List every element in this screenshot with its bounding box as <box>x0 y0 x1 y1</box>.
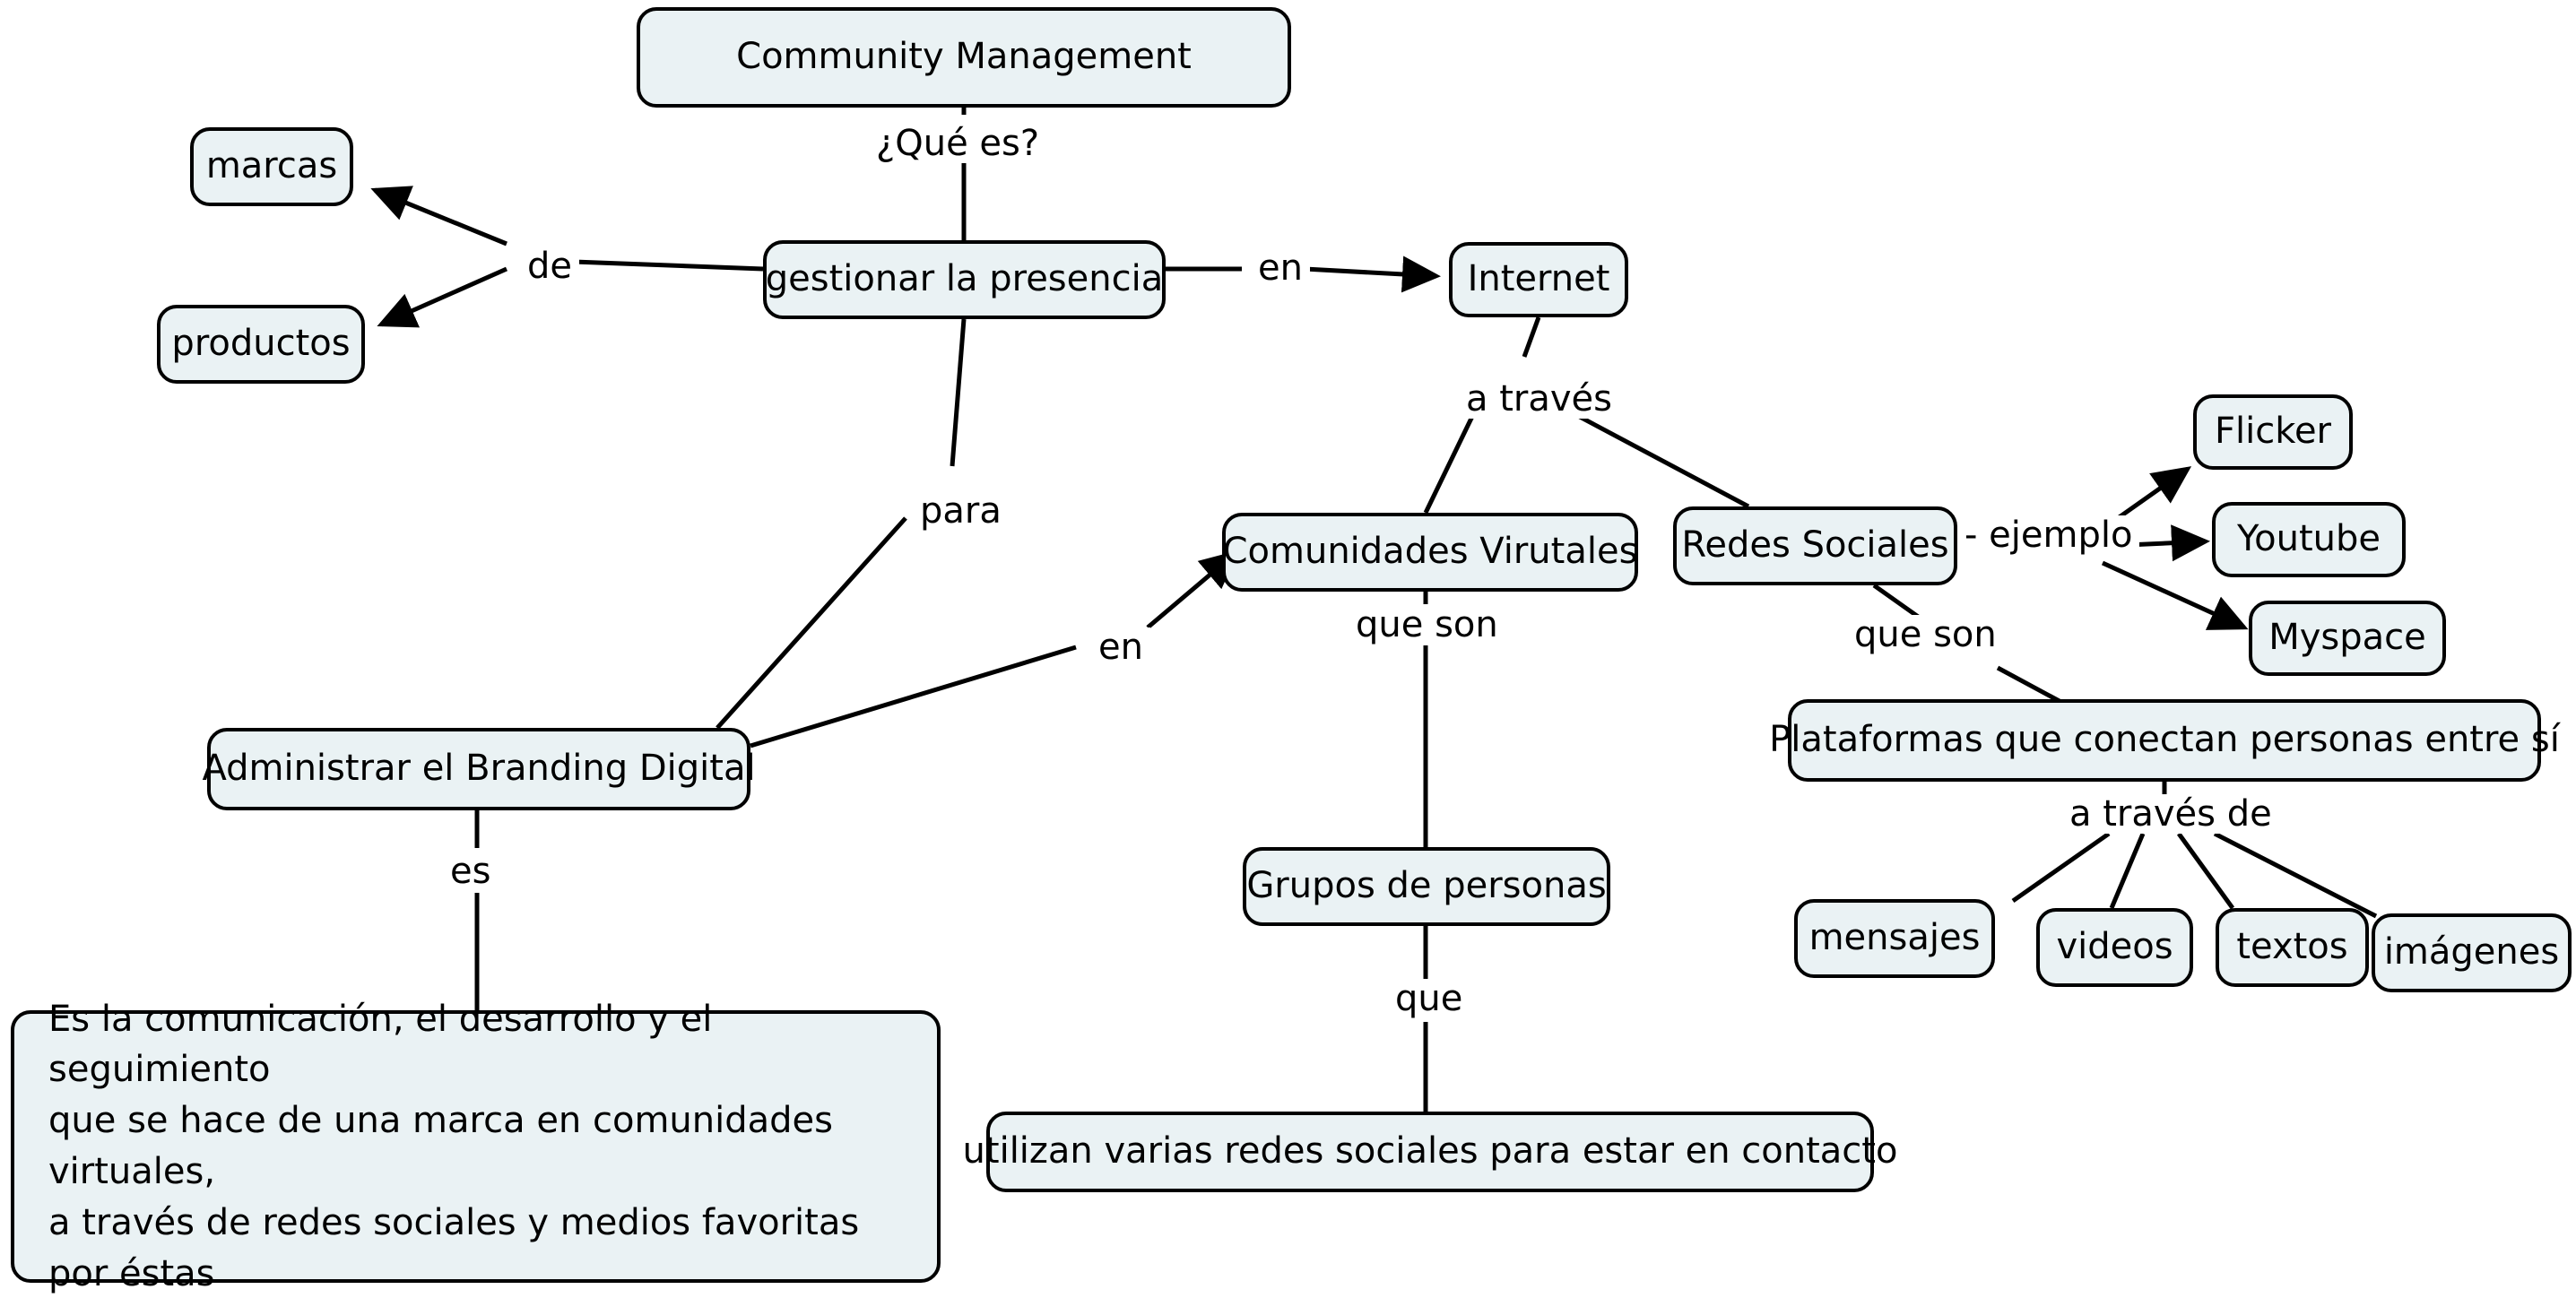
edge-atravesde-textos <box>2176 832 2235 910</box>
edge-label-text: - ejemplo <box>1965 515 2133 556</box>
edge-label-text: que <box>1395 978 1463 1019</box>
node-comunidades-virutales[interactable]: Comunidades Virutales <box>1222 513 1638 592</box>
edge-label-text: en <box>1258 247 1303 289</box>
node-gestionar-la-presencia[interactable]: gestionar la presencia <box>763 240 1166 319</box>
edge-atravesde-videos <box>2109 833 2146 909</box>
node-youtube[interactable]: Youtube <box>2212 502 2406 577</box>
edge-label-text: en <box>1098 627 1143 668</box>
node-myspace[interactable]: Myspace <box>2249 601 2446 676</box>
edge-internet-atraves <box>1522 316 1541 358</box>
node-plataformas[interactable]: Plataformas que conectan personas entre … <box>1769 699 2560 782</box>
edge-label-que-es: ¿Qué es? <box>869 123 1047 164</box>
node-label: Youtube <box>2237 518 2381 560</box>
node-label: videos <box>2056 926 2173 968</box>
node-productos[interactable]: productos <box>157 305 365 384</box>
edge-label-para: para <box>913 491 1009 531</box>
node-grupos-de-personas[interactable]: Grupos de personas <box>1243 847 1610 926</box>
edge-label-text: para <box>920 490 1002 532</box>
node-label: Plataformas que conectan personas entre … <box>1769 719 2560 761</box>
node-label: Flicker <box>2214 411 2332 453</box>
node-label: Es la comunicación, el desarrollo y el s… <box>48 998 860 1294</box>
node-mensajes[interactable]: mensajes <box>1794 899 1995 978</box>
edge-de-productos <box>377 266 508 328</box>
edge-administrar-en <box>750 645 1077 749</box>
edge-atravesde-imagenes <box>2213 831 2378 919</box>
edge-label-a-traves-de: a través de <box>2062 794 2279 834</box>
edge-label-que-son-comunidades: que son <box>1349 605 1505 645</box>
edge-label-text: a través <box>1466 378 1612 420</box>
edge-atravesde-mensajes <box>2011 831 2111 904</box>
node-label: imágenes <box>2383 931 2560 974</box>
edge-label-que-son-redes: que son <box>1847 615 2004 654</box>
edge-label-que: que <box>1388 979 1470 1018</box>
node-label: marcas <box>205 145 338 187</box>
node-label: Community Management <box>736 36 1192 78</box>
edge-label-ejemplo: - ejemplo <box>1957 515 2140 556</box>
node-label: Redes Sociales <box>1681 524 1949 567</box>
edge-label-en-comunidades: en <box>1091 627 1150 667</box>
node-flicker[interactable]: Flicker <box>2193 394 2353 470</box>
node-imagenes[interactable]: imágenes <box>2372 913 2572 992</box>
edge-label-en-internet: en <box>1251 248 1310 288</box>
edge-label-de: de <box>520 247 579 286</box>
node-community-management[interactable]: Community Management <box>637 7 1291 108</box>
node-label: gestionar la presencia <box>765 258 1164 300</box>
node-textos[interactable]: textos <box>2216 908 2369 987</box>
node-videos[interactable]: videos <box>2036 908 2193 987</box>
node-label: mensajes <box>1808 917 1981 959</box>
node-definicion-branding[interactable]: Es la comunicación, el desarrollo y el s… <box>11 999 941 1294</box>
node-label: Internet <box>1467 258 1610 300</box>
edge-label-text: a través de <box>2069 793 2272 835</box>
edge-para-administrar <box>716 516 907 730</box>
node-label: Administrar el Branding Digital <box>202 748 756 790</box>
edge-label-es: es <box>443 851 499 892</box>
node-label: Comunidades Virutales <box>1222 531 1638 573</box>
edge-label-text: ¿Qué es? <box>876 123 1040 164</box>
node-internet[interactable]: Internet <box>1449 242 1628 317</box>
node-utilizan-varias-redes-sociales[interactable]: utilizan varias redes sociales para esta… <box>963 1112 1897 1192</box>
node-label: utilizan varias redes sociales para esta… <box>962 1130 1898 1173</box>
edge-label-text: es <box>450 851 491 892</box>
node-label: Grupos de personas <box>1246 865 1607 907</box>
node-label: textos <box>2236 926 2348 968</box>
node-marcas[interactable]: marcas <box>190 127 353 206</box>
edge-gestionar-de <box>573 259 764 272</box>
node-redes-sociales[interactable]: Redes Sociales <box>1673 506 1957 585</box>
edge-en-internet <box>1304 255 1441 293</box>
edge-label-a-traves: a través <box>1459 379 1619 419</box>
node-label: productos <box>171 323 351 365</box>
node-label: Myspace <box>2268 617 2426 659</box>
node-administrar-branding-digital[interactable]: Administrar el Branding Digital <box>202 728 756 810</box>
edge-label-text: de <box>527 246 572 287</box>
edge-gestionar-para <box>950 318 967 467</box>
edge-label-text: que son <box>1356 604 1498 645</box>
edge-de-marcas <box>370 186 507 247</box>
edge-label-text: que son <box>1854 614 1997 655</box>
